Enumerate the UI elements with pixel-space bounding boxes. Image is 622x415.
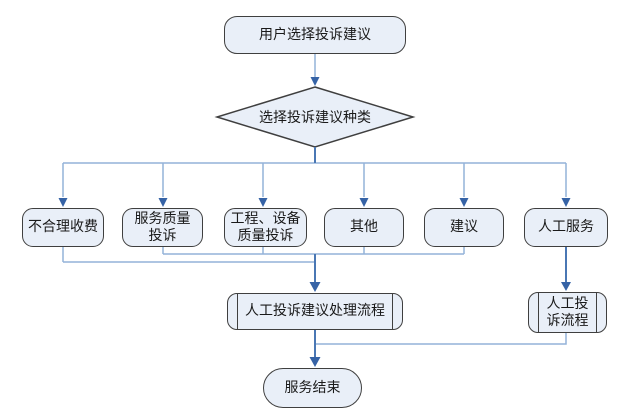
connector-processright-end (315, 333, 567, 345)
node-branch1-label: 不合理收费 (28, 219, 98, 235)
arrowhead-into-end (309, 357, 321, 367)
node-branch3-label: 工程、设备 质量投诉 (230, 210, 301, 244)
node-decision-label: 选择投诉建议种类 (259, 110, 371, 126)
node-branch4-label: 其他 (350, 219, 378, 235)
node-decision: 选择投诉建议种类 (235, 103, 395, 131)
node-branch-other: 其他 (324, 208, 404, 247)
arrowhead-into-decision (310, 77, 320, 86)
arrowhead-into-branch5 (459, 198, 469, 207)
arrowhead-into-branch6 (561, 198, 571, 207)
arrowhead-into-processright (561, 282, 571, 291)
node-start: 用户选择投诉建议 (224, 16, 406, 54)
arrowhead-into-branch2 (158, 198, 168, 207)
node-branch-engineering-equipment: 工程、设备 质量投诉 (224, 208, 307, 247)
node-branch5-label: 建议 (450, 219, 478, 235)
node-branch6-label: 人工服务 (538, 219, 594, 235)
node-processmain-label: 人工投诉建议处理流程 (245, 303, 385, 319)
node-end-label: 服务结束 (284, 379, 341, 396)
connector-lines-main (314, 147, 567, 358)
arrowheads (58, 77, 571, 367)
arrowhead-into-processmain (309, 282, 321, 292)
arrowhead-into-branch1 (58, 198, 68, 207)
node-end: 服务结束 (263, 368, 362, 408)
arrowhead-into-branch3 (258, 198, 268, 207)
node-branch-service-quality: 服务质量 投诉 (122, 208, 203, 247)
node-branch-manual-service: 人工服务 (524, 208, 608, 247)
node-start-label: 用户选择投诉建议 (259, 26, 371, 43)
node-branch-unreasonable-fee: 不合理收费 (22, 208, 104, 247)
node-branch2-label: 服务质量 投诉 (134, 210, 191, 244)
node-processright-label: 人工投 诉流程 (546, 295, 589, 329)
arrowhead-into-branch4 (359, 198, 369, 207)
node-process-manual-complaint-flow: 人工投 诉流程 (528, 292, 607, 333)
node-process-manual-complaint-handling: 人工投诉建议处理流程 (227, 293, 403, 330)
node-branch-suggestion: 建议 (424, 208, 504, 247)
